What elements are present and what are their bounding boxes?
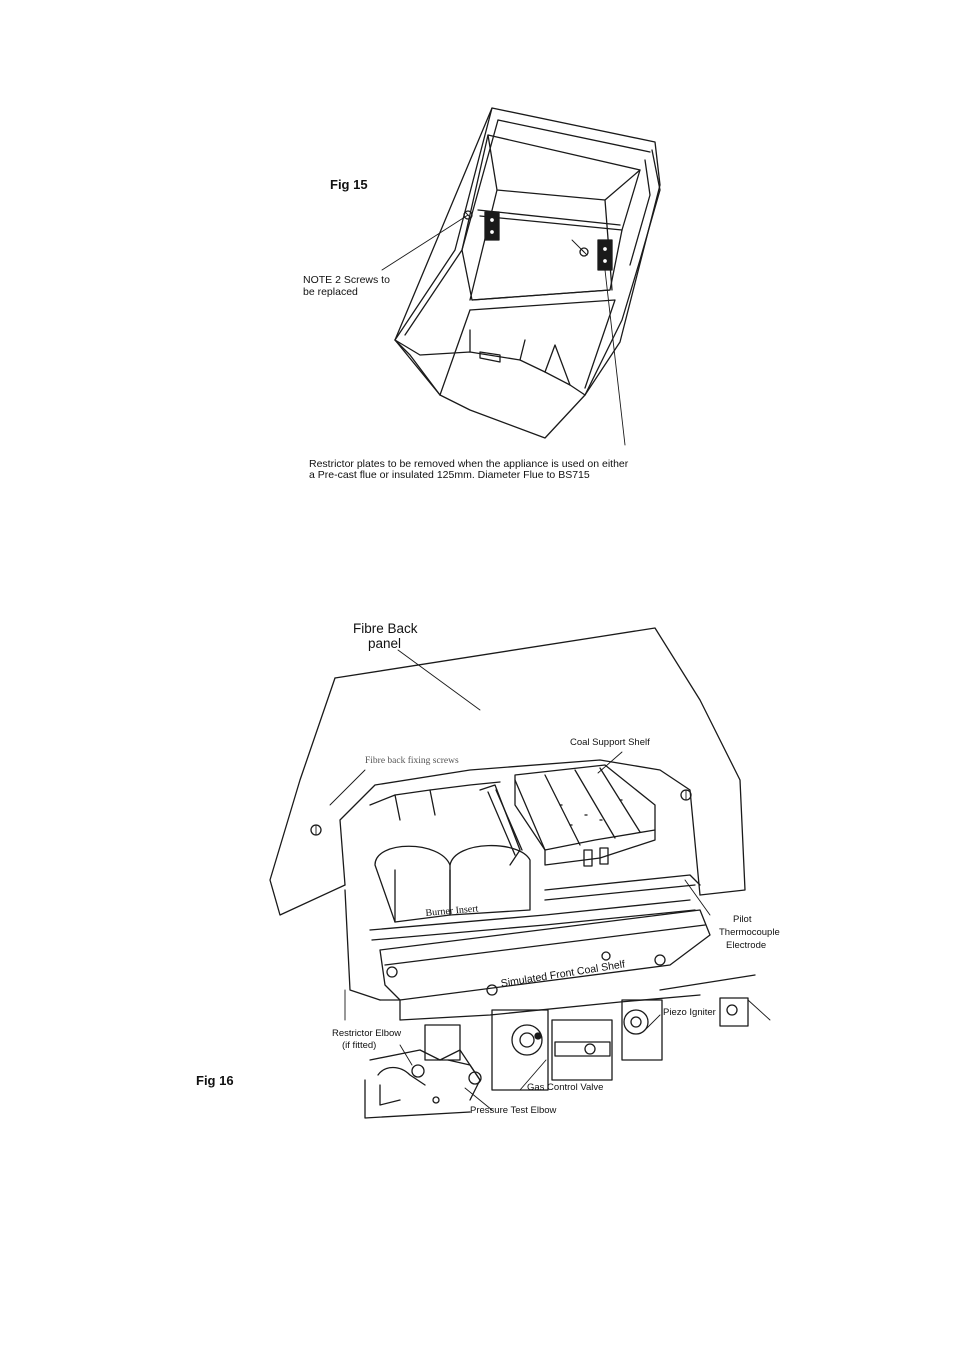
fibre-back-label-line1: Fibre Back xyxy=(353,621,418,636)
fig16-drawing xyxy=(269,627,771,1119)
fig15-note-line1: NOTE 2 Screws to xyxy=(303,274,390,286)
pilot-label-line2: Thermocouple xyxy=(719,927,780,938)
piezo-igniter-label: Piezo Igniter xyxy=(663,1007,716,1018)
pressure-test-elbow-label: Pressure Test Elbow xyxy=(470,1105,557,1116)
pilot-label-line1: Pilot xyxy=(733,914,752,925)
fig15-caption-line1: Restrictor plates to be removed when the… xyxy=(309,458,629,470)
fig15-drawing xyxy=(381,107,661,446)
pilot-label-line3: Electrode xyxy=(726,940,767,951)
coal-support-shelf-label: Coal Support Shelf xyxy=(570,737,650,748)
fibre-back-label-line2: panel xyxy=(368,636,402,651)
fig15-diagram: Fig 15 NOTE 2 Screws to be replaced Rest… xyxy=(0,0,954,520)
gas-control-valve-label: Gas Control Valve xyxy=(527,1082,604,1093)
fig15-note-line2: be replaced xyxy=(303,286,358,298)
fig16-diagram: Fibre Back panel Coal Support Shelf Fibr… xyxy=(0,520,954,1160)
restrictor-elbow-label-line1: Restrictor Elbow xyxy=(332,1028,402,1039)
restrictor-elbow-label-line2: (if fitted) xyxy=(342,1040,377,1051)
fibre-back-fixing-screws-label: Fibre back fixing screws xyxy=(365,756,459,766)
fig16-title: Fig 16 xyxy=(196,1073,234,1088)
fig15-caption-line2: a Pre-cast flue or insulated 125mm. Diam… xyxy=(309,469,590,481)
fig15-title: Fig 15 xyxy=(330,177,368,192)
